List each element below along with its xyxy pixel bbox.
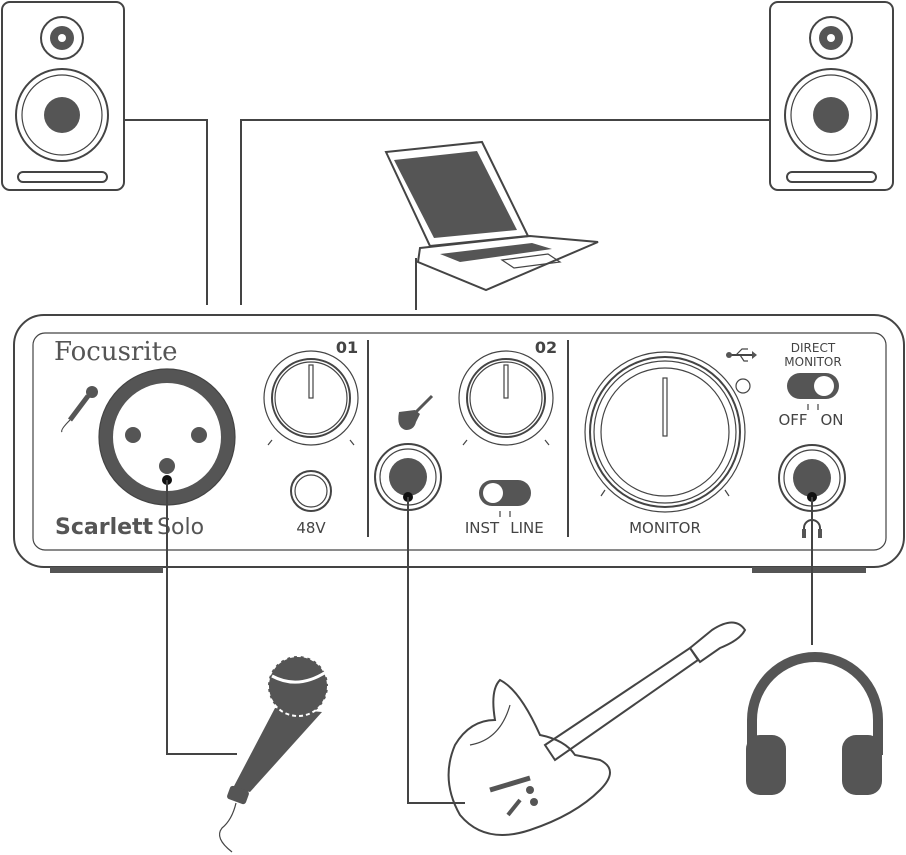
monitor-label: MONITOR [629, 519, 701, 537]
microphone [219, 655, 329, 853]
microphone-cable [166, 480, 237, 755]
phantom-power-label: 48V [296, 519, 326, 537]
direct-monitor-label-line2: MONITOR [784, 355, 841, 369]
monitor-knob[interactable] [584, 351, 746, 513]
left-speaker [1, 1, 125, 191]
channel-1-label: 01 [336, 338, 358, 357]
line-label: LINE [510, 519, 543, 537]
guitar-icon [398, 394, 434, 430]
usb-icon [726, 348, 757, 362]
direct-monitor-label-line1: DIRECT [791, 341, 836, 355]
on-label: ON [820, 411, 843, 429]
left-speaker-cable [124, 119, 208, 305]
headphone-output-jack[interactable] [778, 444, 846, 512]
laptop [384, 140, 599, 292]
microphone-icon [61, 386, 98, 433]
electric-guitar [447, 621, 747, 836]
channel-2-label: 02 [535, 338, 557, 357]
direct-monitor-switch[interactable] [787, 373, 839, 410]
right-speaker-cable [240, 119, 770, 305]
headphones [746, 652, 883, 795]
inst-line-switch[interactable] [479, 480, 531, 517]
gain-knob-1[interactable] [263, 350, 359, 446]
off-label: OFF [778, 411, 807, 429]
inst-label: INST [465, 519, 500, 537]
phantom-power-button[interactable] [290, 470, 332, 512]
usb-led-indicator [735, 378, 751, 394]
brand-logo: Focusrite [54, 337, 178, 367]
xlr-input-jack[interactable] [98, 368, 236, 506]
gain-knob-2[interactable] [458, 350, 554, 446]
guitar-cable [407, 497, 465, 804]
right-speaker [769, 1, 894, 191]
